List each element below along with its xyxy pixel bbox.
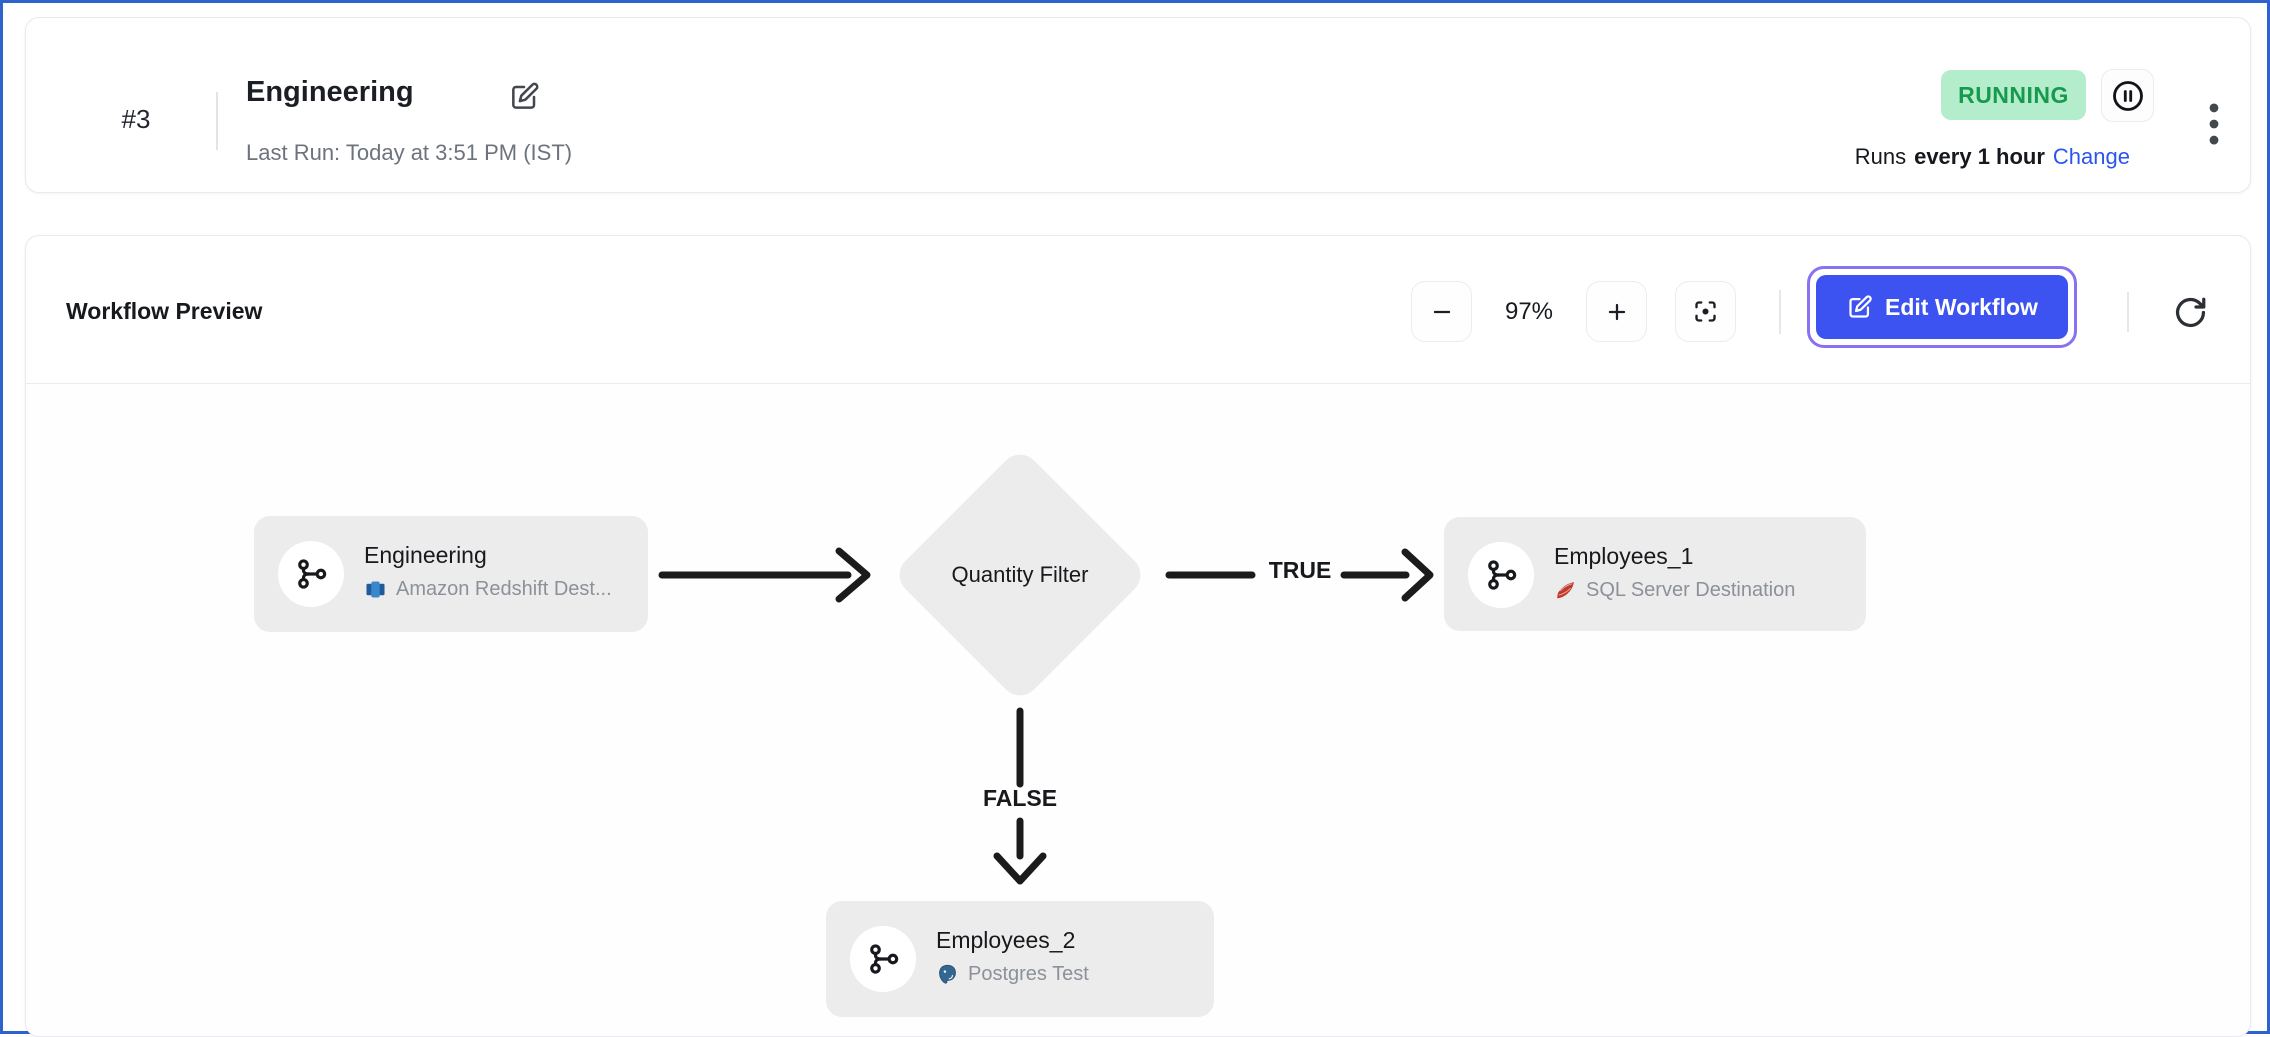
kebab-menu-button[interactable] — [2190, 98, 2238, 150]
zoom-in-button[interactable] — [1586, 281, 1647, 342]
edit-icon — [512, 82, 539, 109]
schedule-prefix: Runs — [1854, 144, 1907, 169]
pause-icon — [2112, 80, 2143, 111]
refresh-button[interactable] — [2166, 288, 2214, 336]
node-type-circle — [850, 926, 916, 992]
edit-workflow-button[interactable]: Edit Workflow — [1816, 275, 2068, 339]
edit-workflow-label: Edit Workflow — [1885, 293, 2038, 320]
filter-label: Quantity Filter — [951, 562, 1089, 587]
kebab-icon — [2209, 103, 2219, 145]
branch-icon — [870, 944, 899, 974]
fit-view-button[interactable] — [1675, 281, 1736, 342]
run-number: #3 — [121, 104, 151, 134]
pause-button[interactable] — [2101, 69, 2154, 122]
node-title: Employees_1 — [1554, 543, 1694, 569]
node-type-circle — [278, 541, 344, 607]
workflow-title: Engineering — [246, 76, 414, 108]
edit-workflow-icon — [1849, 294, 1872, 318]
zoom-level: 97% — [1504, 298, 1554, 325]
toolbar-divider — [1779, 290, 1781, 334]
postgres-icon — [939, 964, 956, 984]
plus-icon — [1608, 303, 1625, 320]
node-type-circle — [1468, 542, 1534, 608]
panel-title: Workflow Preview — [66, 298, 263, 324]
node-title: Employees_2 — [936, 927, 1076, 953]
branch-icon — [298, 559, 327, 589]
schedule-interval: every 1 hour — [1914, 144, 2045, 169]
minus-icon — [1433, 310, 1450, 313]
node-subtitle-row: Amazon Redshift Dest... — [364, 578, 612, 601]
node-quantity-filter[interactable]: Quantity Filter — [891, 446, 1149, 704]
zoom-out-button[interactable] — [1411, 281, 1472, 342]
edit-workflow-focus-ring: Edit Workflow — [1807, 266, 2077, 348]
workflow-header-card: #3 Engineering Last Run: Today at 3:51 P… — [25, 17, 2251, 193]
node-subtitle: SQL Server Destination — [1586, 579, 1796, 601]
node-subtitle: Amazon Redshift Dest... — [396, 578, 612, 600]
toolbar-divider-2 — [2127, 292, 2129, 332]
workflow-canvas[interactable]: Engineering Amazon Redshift Dest... Quan… — [26, 384, 2250, 1036]
node-subtitle-row: Postgres Test — [936, 963, 1089, 986]
workflow-preview-card: Workflow Preview 97% — [25, 235, 2251, 1037]
preview-toolbar: Workflow Preview 97% — [26, 236, 2250, 384]
node-subtitle: Postgres Test — [968, 963, 1089, 985]
node-subtitle-row: SQL Server Destination — [1554, 579, 1795, 602]
refresh-icon — [2175, 297, 2205, 327]
change-link[interactable]: Change — [2052, 144, 2130, 169]
last-run-text: Last Run: Today at 3:51 PM (IST) — [246, 140, 573, 165]
sql-server-icon — [1557, 582, 1574, 599]
header-divider — [216, 92, 218, 150]
node-title: Engineering — [364, 542, 487, 568]
redshift-icon — [366, 581, 385, 598]
node-engineering[interactable]: Engineering Amazon Redshift Dest... — [254, 516, 648, 632]
node-employees-2[interactable]: Employees_2 Postgres Test — [826, 901, 1214, 1017]
edge-label-true: TRUE — [1268, 557, 1332, 583]
edit-title-button[interactable] — [507, 80, 541, 114]
node-employees-1[interactable]: Employees_1 SQL Server Destination — [1444, 517, 1866, 631]
schedule-text: Runs every 1 hour Change — [1855, 144, 2130, 170]
fit-view-icon — [1695, 301, 1716, 322]
edge-label-false: FALSE — [982, 785, 1058, 811]
status-badge: RUNNING — [1941, 70, 2086, 120]
branch-icon — [1488, 560, 1517, 590]
